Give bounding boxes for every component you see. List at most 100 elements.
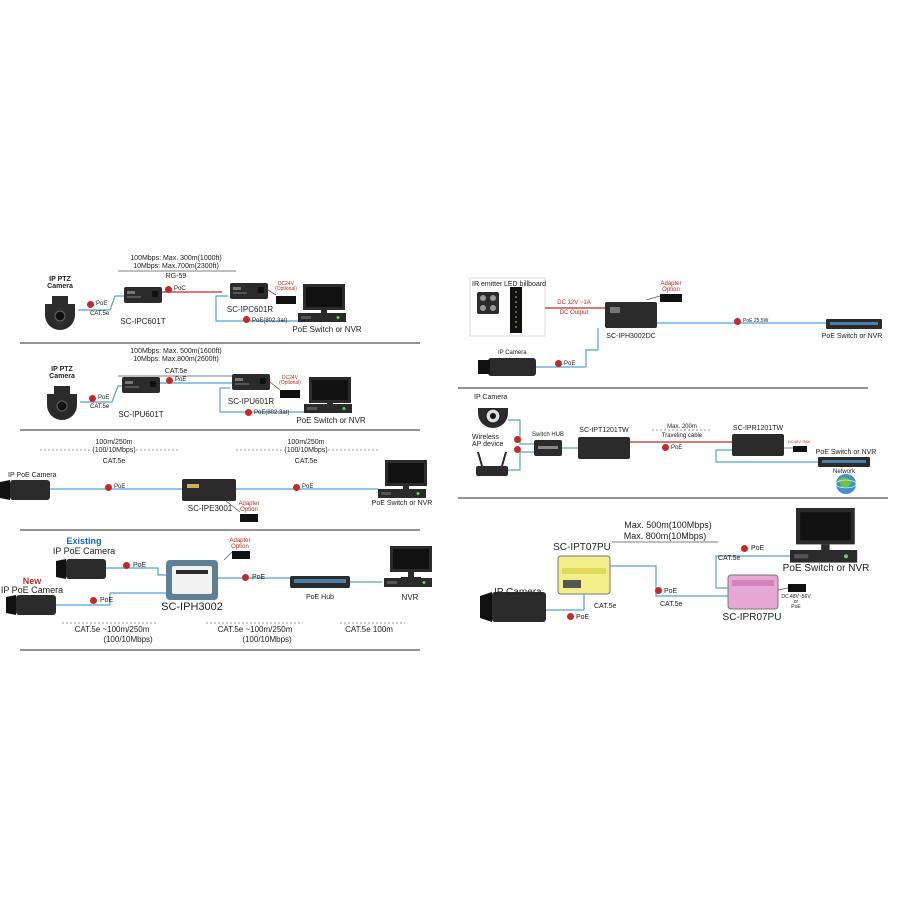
ptz-camera-icon: [44, 295, 76, 331]
nvr-icon: [790, 550, 858, 563]
poe-dot-icon: [105, 484, 112, 491]
adapter-box-3: [240, 514, 258, 522]
poe-at-label: PoE(802.3at): [254, 410, 290, 416]
poe-cable-right: [219, 387, 305, 413]
cat-label: CAT.5e: [90, 311, 110, 317]
poe-output-label: PoE 25.5W: [743, 318, 769, 324]
adapter-wire: [225, 500, 241, 513]
tx-model-label: SC-IPU601T: [118, 410, 164, 419]
led-billboard-label: LED billboard: [504, 281, 547, 288]
speed-label-2: 10Mbps: Max.800m(2600ft): [133, 356, 219, 363]
poe-dot-icon: [89, 395, 96, 402]
monitor-icon: [796, 508, 855, 555]
poe-dot-icon: [655, 587, 662, 594]
camera-poe-cable: [585, 328, 599, 367]
cat5e-cable-existing: [106, 567, 166, 576]
distance-label-3: CAT.5e 100m: [345, 625, 393, 634]
ipr1201tw-device: [732, 434, 784, 456]
cable-label: CAT.5e: [164, 368, 188, 375]
ipt1201tw-device: [578, 437, 630, 459]
camera-label: IP Camera: [474, 394, 508, 401]
dc-adapter-icon: [793, 446, 807, 452]
rx-model-label: SC-IPC601R: [226, 305, 274, 314]
poe-dot-icon: [87, 301, 94, 308]
section-ipu601: [46, 374, 352, 421]
dc-output-label: DC Output: [559, 310, 589, 316]
nvr-icon: [378, 489, 426, 498]
distance-label-4: (100/10Mbps): [284, 447, 328, 454]
adapter-box-4: [232, 551, 250, 559]
ipc601r-device: [230, 283, 268, 299]
poe-dot-icon: [123, 562, 130, 569]
tx-model-label: SC-IPT1201TW: [579, 427, 629, 434]
poe-dot-icon: [165, 286, 172, 293]
camera-label: IP PTZ Camera: [47, 276, 73, 290]
poe-dot-icon: [245, 409, 252, 416]
device-model-label: SC-IPH3002DC: [606, 333, 656, 340]
switch-label: PoE Switch or NVR: [821, 333, 883, 340]
adapter-wire: [223, 551, 233, 561]
section-ipe3001: [0, 449, 427, 513]
speed-label-2: Max. 800m(10Mbps): [623, 531, 707, 541]
ipt07pu-label-strip: [562, 568, 606, 574]
bullet-camera-icon: [0, 480, 50, 500]
poe-switch-cable: [715, 449, 818, 463]
rx-model-label: SC-IPR1201TW: [732, 425, 784, 432]
nvr-label: NVR: [401, 593, 419, 602]
nvr-label: PoE Switch or NVR: [782, 563, 870, 574]
poe-dot-icon: [662, 444, 669, 451]
cat-label-right: CAT.5e: [294, 458, 318, 465]
section-ipt1201tw: [476, 408, 870, 494]
ipe3001-device: [182, 479, 236, 501]
camera-label: IP Camera: [498, 350, 527, 356]
distance-label: Max. 200m: [667, 424, 697, 430]
tx-model-label: SC-IPT07PU: [553, 542, 611, 553]
ir-emitter-icon: [477, 292, 499, 314]
poe-label-a: PoE: [576, 614, 590, 621]
nvr-cable: [715, 555, 793, 589]
tx-model-label: SC-IPC601T: [120, 317, 166, 326]
speed-label-1: 100Mbps: Max. 300m(1000ft): [130, 255, 222, 262]
nvr-icon: [304, 404, 352, 413]
adapter-label: Adapter Option: [229, 538, 251, 550]
switch-ports: [830, 322, 878, 325]
nvr-label: PoE Switch or NVR: [296, 416, 366, 425]
adapter-label: Adapter Option: [660, 281, 682, 293]
hub-label: Switch HUB: [531, 432, 565, 438]
dc-label: DC 48V~56V or PoE: [781, 594, 811, 610]
cat-label-left: CAT.5e: [102, 458, 126, 465]
existing-label: Existing: [66, 536, 102, 546]
cable-label: RG-59: [165, 273, 187, 280]
adapter-wire: [645, 295, 661, 301]
poe-dot-icon: [555, 360, 562, 367]
ptz-camera-icon: [46, 385, 78, 421]
section-iph3002dc: [469, 277, 882, 376]
monitor-icon: [390, 546, 432, 579]
ap-label: Wireless AP device: [472, 434, 504, 448]
bullet-camera-icon: [488, 358, 536, 376]
rx-model-label: SC-IPU601R: [227, 397, 275, 406]
switch-label: PoE Switch or NVR: [815, 449, 877, 456]
cable-label: Traveling cable: [661, 433, 703, 439]
section-iph3002: [6, 546, 432, 624]
rx-model-label: SC-IPR07PU: [722, 612, 782, 623]
distance-label-1: 100m/250m: [95, 439, 133, 446]
ipt07pu-device: [557, 555, 611, 595]
poe-dot-icon: [514, 446, 521, 453]
poe-label: PoE: [98, 395, 110, 401]
ipt07pu-port: [563, 580, 581, 588]
nvr-icon: [298, 313, 346, 322]
poe-dot-icon: [514, 436, 521, 443]
router-icon: [476, 466, 508, 476]
ipu601r-device: [232, 374, 270, 390]
nvr-label: PoE Switch or NVR: [292, 325, 362, 334]
cat-label: CAT.5e: [90, 404, 110, 410]
iph3002-label-strip: [176, 570, 208, 574]
iph3002dc-port: [610, 307, 620, 313]
section-ipc601: [44, 270, 346, 331]
poe-dot-icon: [293, 484, 300, 491]
cat5e-cable-new: [56, 592, 166, 606]
poe-dot-icon: [741, 545, 748, 552]
hub-label: PoE Hub: [305, 594, 335, 601]
